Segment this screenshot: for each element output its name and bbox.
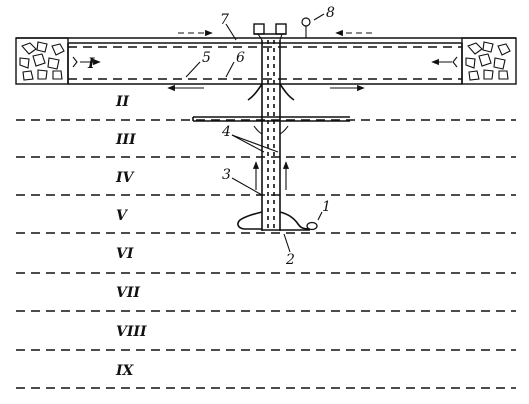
rock-block-right <box>461 37 517 85</box>
layer-labels: I II III IV V VI VII VIII IX <box>87 56 147 379</box>
callout-3: 3 <box>222 167 231 183</box>
callout-5: 5 <box>202 50 211 66</box>
callout-numbers: 1 2 3 4 5 6 7 8 <box>202 5 335 268</box>
callout-2: 2 <box>285 252 295 268</box>
pump <box>306 221 318 231</box>
layer-label: V <box>116 208 129 224</box>
layer-label: VIII <box>116 324 147 340</box>
layer-boundaries <box>16 119 516 389</box>
leader-lines <box>185 13 325 253</box>
layer-label: VII <box>116 285 140 301</box>
middle-drift <box>192 116 350 122</box>
layer-label: III <box>115 132 136 148</box>
callout-7: 7 <box>220 12 229 28</box>
layer-label: II <box>115 94 130 110</box>
callout-6: 6 <box>236 50 245 66</box>
layer-label: IV <box>115 170 136 186</box>
layer-label: I <box>87 56 95 72</box>
upper-gallery <box>67 42 463 85</box>
callout-4: 4 <box>221 124 231 140</box>
layer-label: VI <box>116 246 134 262</box>
fan-station <box>301 17 311 38</box>
callout-1: 1 <box>322 199 331 215</box>
layer-label: IX <box>115 363 135 379</box>
rock-block-left <box>15 37 69 85</box>
flow-arrows <box>72 29 458 190</box>
callout-8: 8 <box>326 5 335 21</box>
central-shaft <box>237 23 311 231</box>
